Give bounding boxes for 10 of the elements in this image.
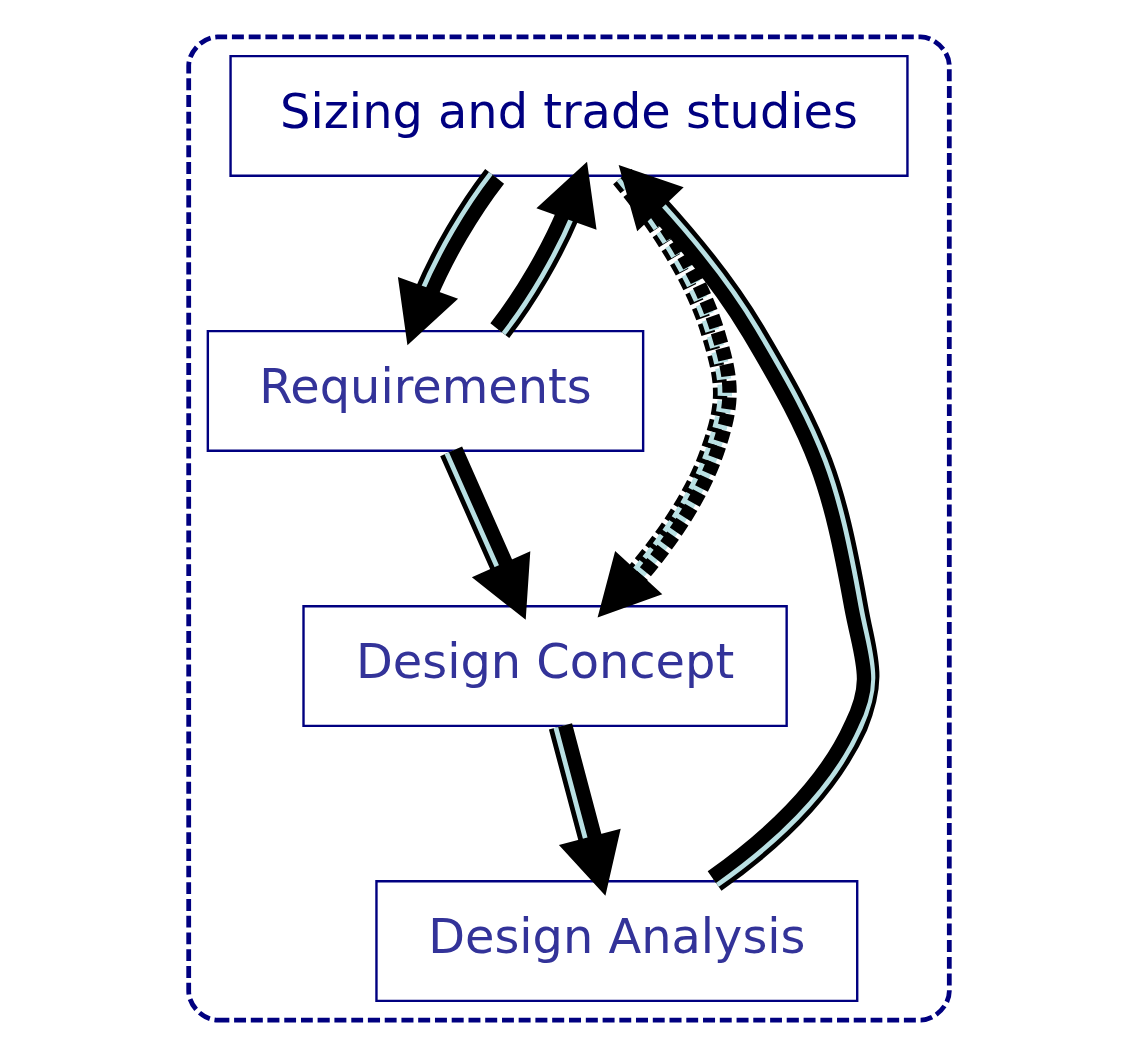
node-box: Requirements [206,330,645,452]
node-box: Design Concept [302,605,788,727]
node-box: Sizing and trade studies [229,54,909,177]
node-box: Design Analysis [375,880,859,1003]
arrow [397,169,505,346]
arrow [548,723,621,896]
arrow [440,446,531,620]
cluster [186,34,952,1023]
arrow [490,161,597,338]
arrow [618,165,880,891]
